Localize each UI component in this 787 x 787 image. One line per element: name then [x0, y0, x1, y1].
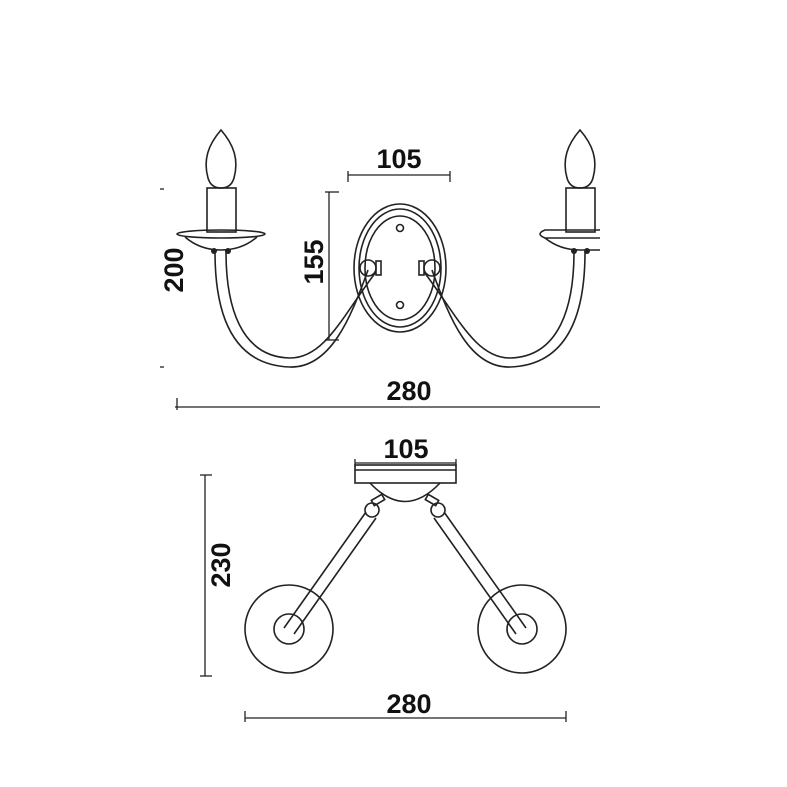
right-arm-top: [424, 493, 567, 674]
bulb-icon: [564, 128, 596, 189]
bulb-icon: [205, 128, 237, 189]
dimension-label: 230: [206, 542, 236, 587]
screw-hole-bottom: [395, 300, 405, 310]
dimension-top-total-width: 280: [244, 689, 567, 722]
dimension-label: 105: [376, 144, 421, 174]
top-view: 105 230 280: [200, 434, 567, 722]
left-arm: [214, 251, 382, 368]
dimension-label: 280: [386, 376, 431, 406]
dome: [369, 482, 441, 503]
dimension-top-plate-width: 105: [354, 434, 457, 467]
dimension-total-width: 280: [175, 376, 600, 410]
front-view: 105 155 200 280: [159, 128, 600, 410]
left-candle: [176, 128, 266, 254]
dimension-label: 200: [159, 247, 189, 292]
screw-hole-top: [395, 223, 405, 233]
dimension-arm-height: 155: [299, 191, 339, 341]
wall-plate: [354, 464, 457, 484]
dimension-label: 280: [386, 689, 431, 719]
left-arm-top: [244, 493, 386, 674]
right-arm: [418, 251, 586, 368]
dimension-label: 105: [383, 434, 428, 464]
dimension-depth: 230: [200, 474, 236, 677]
dimension-label: 155: [299, 239, 329, 284]
backplate: [353, 203, 447, 333]
dimension-plate-width: 105: [347, 144, 451, 182]
dimension-total-height: 200: [159, 188, 189, 368]
right-candle: [539, 128, 600, 254]
